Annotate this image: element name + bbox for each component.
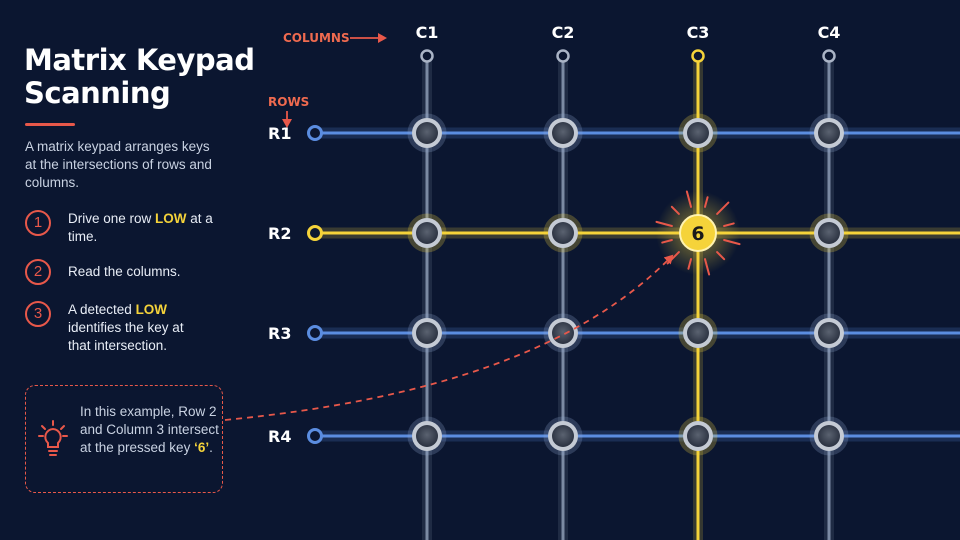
row-terminal	[307, 325, 323, 341]
key-glow	[809, 213, 849, 253]
column-label-c2: C2	[552, 23, 575, 42]
key-switch-cap	[687, 425, 709, 447]
intro-text: A matrix keypad arranges keys at the int…	[25, 139, 212, 190]
key-switch-cap	[416, 322, 438, 344]
column-label-c3: C3	[687, 23, 710, 42]
key-glow	[678, 416, 718, 456]
burst-ray	[716, 251, 726, 261]
key-glow	[407, 416, 447, 456]
step-number: 3	[25, 301, 51, 327]
burst-ray	[716, 201, 730, 215]
step-text: Drive one row LOW at a time.	[68, 211, 213, 244]
burst-ray	[723, 222, 735, 228]
step-text: A detected LOW identifies the key at tha…	[68, 302, 184, 353]
burst-ray	[655, 220, 673, 228]
pressed-key-label: 6	[691, 223, 704, 245]
burst-ray	[670, 205, 680, 215]
key-switch-cap	[552, 425, 574, 447]
row-terminal	[307, 428, 323, 444]
row-terminal	[307, 125, 323, 141]
burst-ray	[703, 258, 711, 276]
column-terminal	[822, 49, 836, 63]
key-switch-cap	[416, 222, 438, 244]
key-glow	[407, 213, 447, 253]
key-switch-cap	[416, 425, 438, 447]
key-glow	[543, 416, 583, 456]
lightbulb-icon	[38, 420, 68, 456]
burst-ray	[723, 238, 741, 246]
key-glow	[407, 113, 447, 153]
pointer-arrow	[224, 254, 674, 421]
key-switch-cap	[687, 122, 709, 144]
key-switch-cap	[818, 222, 840, 244]
row-label-r2: R2	[268, 224, 291, 243]
key-switch-cap	[552, 322, 574, 344]
step-text: Read the columns.	[68, 264, 181, 279]
column-label-c1: C1	[416, 23, 439, 42]
rows-label: ROWS	[268, 95, 309, 109]
row-label-r1: R1	[268, 124, 291, 143]
note-text: In this example, Row 2 and Column 3 inte…	[80, 404, 219, 455]
burst-ray	[687, 258, 693, 270]
key-glow	[543, 113, 583, 153]
key-glow	[678, 313, 718, 353]
row-label-r4: R4	[268, 427, 291, 446]
key-glow	[809, 113, 849, 153]
column-terminal	[420, 49, 434, 63]
columns-label: COLUMNS	[283, 31, 350, 45]
key-switch-cap	[552, 222, 574, 244]
key-switch-cap	[818, 322, 840, 344]
page-title: Matrix Keypad Scanning	[24, 43, 255, 110]
burst-ray	[661, 238, 673, 244]
burst-ray	[703, 196, 709, 208]
key-glow	[678, 113, 718, 153]
row-terminal	[307, 225, 323, 241]
key-switch-cap	[552, 122, 574, 144]
pressed-key	[679, 214, 717, 252]
example-note: In this example, Row 2 and Column 3 inte…	[25, 385, 223, 493]
step-number: 1	[25, 210, 51, 236]
key-glow	[809, 313, 849, 353]
key-glow	[543, 313, 583, 353]
key-glow	[407, 313, 447, 353]
key-glow	[543, 213, 583, 253]
column-terminal	[556, 49, 570, 63]
burst-ray	[685, 190, 693, 208]
column-label-c4: C4	[818, 23, 841, 42]
title-underline	[25, 123, 75, 126]
step-number: 2	[25, 259, 51, 285]
key-switch-cap	[818, 425, 840, 447]
row-label-r3: R3	[268, 324, 291, 343]
key-switch-cap	[687, 322, 709, 344]
key-switch-cap	[416, 122, 438, 144]
column-terminal	[691, 49, 705, 63]
key-switch-cap	[818, 122, 840, 144]
key-glow	[809, 416, 849, 456]
